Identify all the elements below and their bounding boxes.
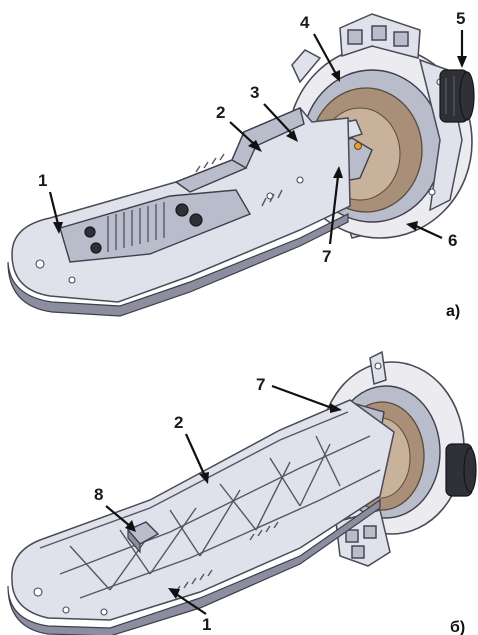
svg-text:7: 7	[322, 247, 331, 266]
svg-text:3: 3	[250, 83, 259, 102]
callout-a-1: 1	[38, 171, 63, 234]
callout-b-7: 7	[256, 375, 342, 413]
svg-text:2: 2	[174, 413, 183, 432]
tray-a	[7, 107, 351, 317]
panel-a-callouts: 1 2 3 4 5 6 7	[38, 9, 467, 266]
svg-text:5: 5	[456, 9, 465, 28]
connector-a	[439, 69, 475, 123]
callout-b-2: 2	[174, 413, 209, 484]
callout-a-3: 3	[250, 83, 298, 142]
rib-grid-b	[39, 411, 381, 599]
tray-b	[7, 399, 395, 635]
svg-text:2: 2	[216, 103, 225, 122]
panel-b-callouts: 1 2 7 8	[94, 375, 342, 634]
panel-a-caption: а)	[446, 303, 460, 320]
svg-text:6: 6	[448, 231, 457, 250]
callout-a-2: 2	[216, 103, 262, 152]
svg-text:8: 8	[94, 485, 103, 504]
callout-a-7: 7	[322, 166, 343, 266]
callout-a-6: 6	[406, 221, 457, 250]
callout-a-5: 5	[456, 9, 467, 68]
panel-b-caption: б)	[450, 619, 465, 635]
callout-b-1: 1	[168, 588, 211, 634]
panel-b-illustration	[7, 350, 477, 635]
svg-text:1: 1	[38, 171, 47, 190]
svg-text:7: 7	[256, 375, 265, 394]
panel-a-illustration	[7, 13, 475, 317]
callout-a-4: 4	[300, 13, 340, 82]
callout-b-8: 8	[94, 485, 136, 532]
svg-text:4: 4	[300, 13, 310, 32]
svg-text:1: 1	[202, 615, 211, 634]
part-8-block	[126, 521, 160, 554]
pin-array-a	[107, 202, 165, 252]
